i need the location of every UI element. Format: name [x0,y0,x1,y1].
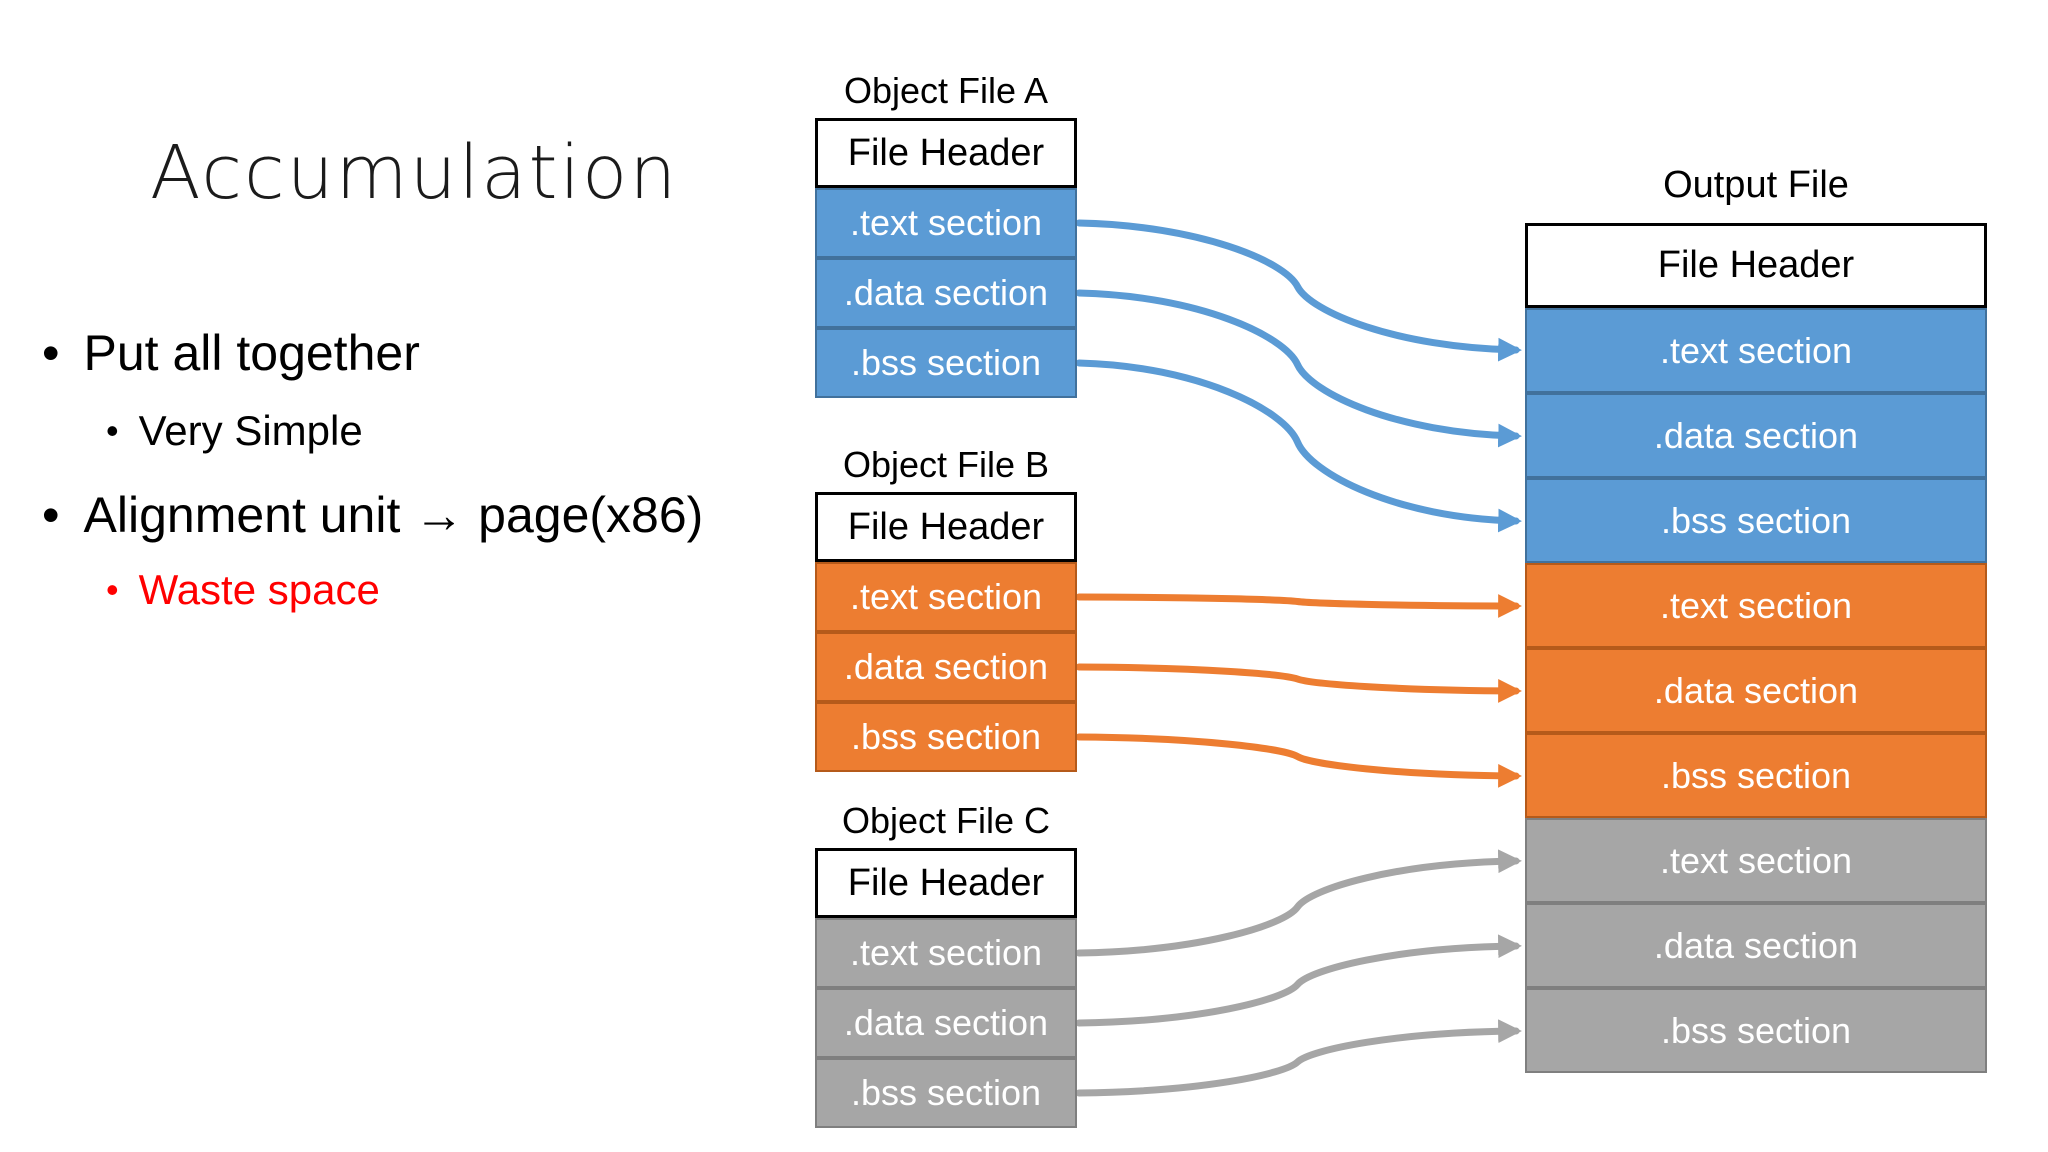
bullet-item: • Alignment unit → page(x86) [42,488,703,543]
bss-section-cell: .bss section [815,328,1077,398]
bullet-text: Waste space [138,566,380,613]
bullet-text: Alignment unit → page(x86) [83,487,704,543]
output-file-title: Output File [1663,164,1849,206]
data-section-cell: .data section [1525,648,1987,733]
object-file-a-title: Object File A [843,70,1049,111]
data-section-cell: .data section [815,632,1077,702]
bullet-icon: • [42,487,60,543]
bullet-icon: • [42,325,60,381]
connector-arrow [1075,1019,1522,1097]
file-header-cell: File Header [815,492,1077,562]
connector-arrow [1075,733,1522,788]
connector-arrow [1075,663,1522,703]
text-section-cell: .text section [815,562,1077,632]
bss-section-cell: .bss section [815,702,1077,772]
connector-arrow [1075,593,1522,618]
data-section-cell: .data section [1525,903,1987,988]
connector-arrow [1075,849,1522,957]
bullet-item: • Very Simple [106,407,363,454]
data-section-cell: .data section [815,988,1077,1058]
section-connector-arrows [1075,219,1522,1097]
connector-arrow [1075,934,1522,1027]
file-header-cell: File Header [815,118,1077,188]
file-header-cell: File Header [1525,223,1987,308]
text-section-cell: .text section [815,918,1077,988]
object-file-b-title: Object File B [842,444,1050,485]
text-section-cell: .text section [815,188,1077,258]
bullet-item: • Waste space [106,566,380,613]
connector-arrow [1075,359,1522,533]
text-section-cell: .text section [1525,818,1987,903]
bss-section-cell: .bss section [815,1058,1077,1128]
bullet-item: • Put all together [42,326,420,381]
bss-section-cell: .bss section [1525,733,1987,818]
object-file-b-box: File Header .text section .data section … [815,492,1077,772]
object-file-a-box: File Header .text section .data section … [815,118,1077,398]
text-section-cell: .text section [1525,563,1987,648]
bss-section-cell: .bss section [1525,988,1987,1073]
bullet-icon: • [106,569,119,611]
data-section-cell: .data section [1525,393,1987,478]
page-title: Accumulation [150,130,679,216]
file-header-cell: File Header [815,848,1077,918]
bullet-icon: • [106,410,119,452]
data-section-cell: .data section [815,258,1077,328]
bss-section-cell: .bss section [1525,478,1987,563]
text-section-cell: .text section [1525,308,1987,393]
output-file-box: File Header .text section .data section … [1525,223,1987,1073]
bullet-text: Put all together [83,325,420,381]
bullet-text: Very Simple [138,407,363,454]
object-file-c-title: Object File C [841,800,1051,841]
connector-arrow [1075,289,1522,448]
object-file-c-box: File Header .text section .data section … [815,848,1077,1128]
connector-arrow [1075,219,1522,362]
